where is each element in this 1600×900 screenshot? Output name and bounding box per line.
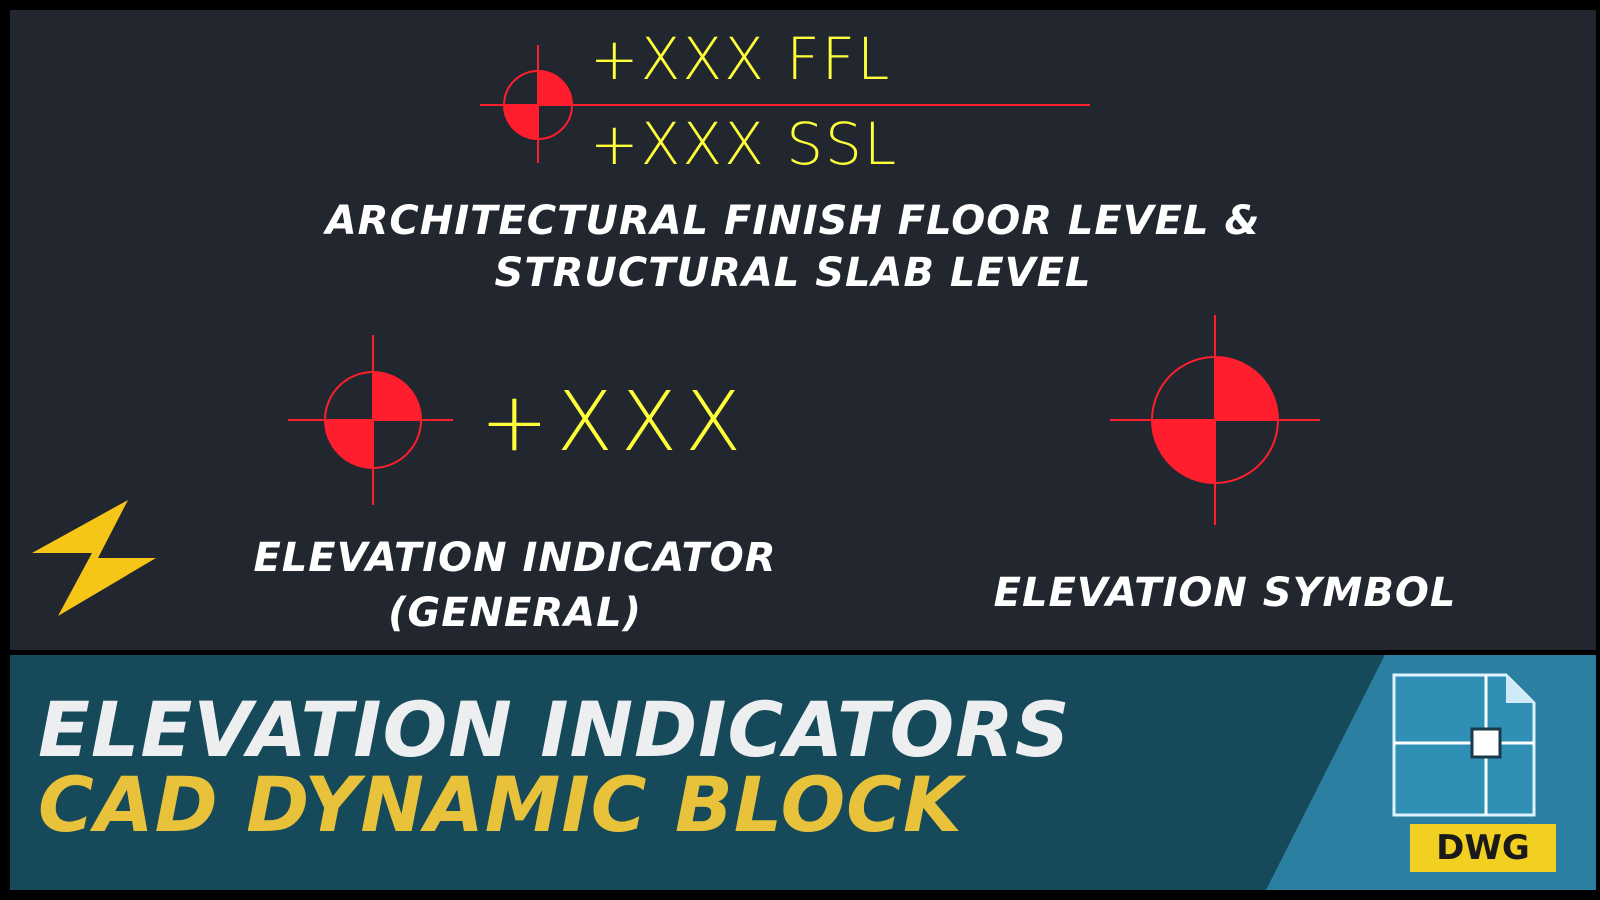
indicator-label: +XXX	[480, 375, 750, 470]
top-caption-line1: ARCHITECTURAL FINISH FLOOR LEVEL &	[325, 198, 1261, 244]
ffl-label: +XXX FFL	[590, 25, 892, 93]
dwg-badge: DWG	[1410, 824, 1556, 872]
top-caption-line2: STRUCTURAL SLAB LEVEL	[494, 250, 1092, 296]
elevation-indicator-symbol	[288, 335, 453, 505]
indicator-caption-line2: (GENERAL)	[388, 590, 642, 636]
elevation-symbol	[1110, 315, 1320, 525]
title-banner: DWG ELEVATION INDICATORS CAD DYNAMIC BLO…	[10, 655, 1596, 890]
symbol-caption: ELEVATION SYMBOL	[993, 570, 1457, 616]
ssl-label: +XXX SSL	[590, 110, 899, 178]
ffl-ssl-elevation-symbol	[480, 45, 1090, 163]
cad-canvas: +XXX FFL +XXX SSL ARCHITECTURAL FINISH F…	[10, 10, 1596, 650]
lightning-bolt-icon	[32, 500, 156, 616]
dwg-file-icon	[1392, 673, 1536, 817]
banner-title-line1: ELEVATION INDICATORS	[38, 685, 1071, 774]
indicator-caption-line1: ELEVATION INDICATOR	[253, 535, 777, 581]
banner-title-line2: CAD DYNAMIC BLOCK	[38, 760, 963, 849]
blueprint-panel: DWG	[1266, 655, 1596, 890]
